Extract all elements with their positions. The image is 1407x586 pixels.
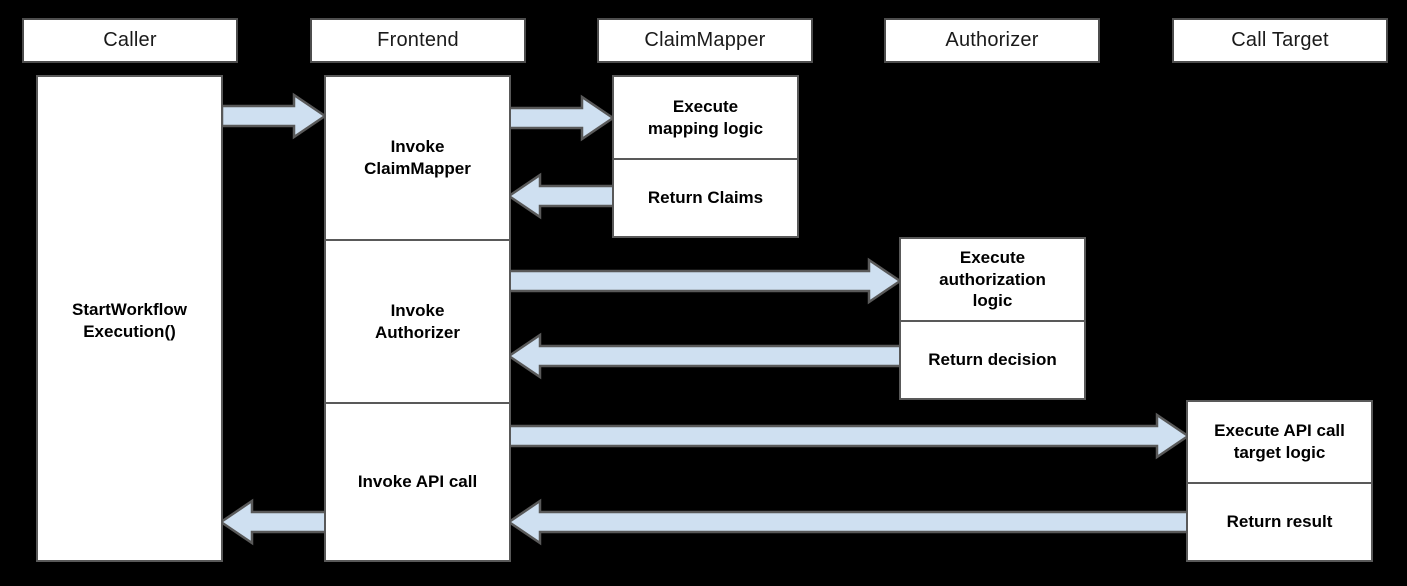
lane-header-caller[interactable]: Caller xyxy=(22,18,238,63)
activation-cell-authorizer-return-decision: Return decision xyxy=(901,320,1084,398)
message-arrow-frontend-to-authorizer[interactable] xyxy=(506,257,903,305)
activation-cell-claimmapper-return-claims: Return Claims xyxy=(614,158,797,236)
message-arrow-authorizer-to-frontend[interactable] xyxy=(506,332,903,380)
activation-cell-frontend-invoke-api-call: Invoke API call xyxy=(326,402,509,560)
activation-cell-claimmapper-execute-mapping-logic: Execute mapping logic xyxy=(647,96,764,138)
activation-cell-calltarget-execute-api-call-target-logic: Execute API call target logic xyxy=(1214,421,1345,462)
lane-header-calltarget-label: Call Target xyxy=(1231,29,1329,51)
lane-header-calltarget[interactable]: Call Target xyxy=(1172,18,1388,63)
lane-header-frontend[interactable]: Frontend xyxy=(310,18,526,63)
activation-authorizer[interactable]: Execute authorization logic Return decis… xyxy=(899,237,1086,400)
lane-header-authorizer[interactable]: Authorizer xyxy=(884,18,1100,63)
message-arrow-frontend-to-caller[interactable] xyxy=(218,498,328,546)
message-arrow-frontend-to-claimmapper[interactable] xyxy=(506,94,616,142)
activation-cell-caller-start-workflow: StartWorkflow Execution() xyxy=(72,299,187,341)
message-arrow-caller-to-frontend[interactable] xyxy=(220,92,328,140)
lane-header-claimmapper[interactable]: ClaimMapper xyxy=(597,18,813,63)
lane-header-authorizer-label: Authorizer xyxy=(945,29,1039,51)
activation-cell-frontend-invoke-claimmapper: Invoke ClaimMapper xyxy=(364,137,471,178)
lane-header-frontend-label: Frontend xyxy=(377,29,459,51)
message-arrow-claimmapper-to-frontend[interactable] xyxy=(506,172,616,220)
message-arrow-calltarget-to-frontend[interactable] xyxy=(506,498,1191,546)
activation-cell-authorizer-execute-authorization-logic: Execute authorization logic xyxy=(939,247,1046,311)
activation-frontend[interactable]: Invoke ClaimMapper Invoke Authorizer Inv… xyxy=(324,75,511,562)
activation-claimmapper[interactable]: Execute mapping logic Return Claims xyxy=(612,75,799,238)
lane-header-caller-label: Caller xyxy=(103,29,157,51)
lane-header-claimmapper-label: ClaimMapper xyxy=(644,29,766,51)
message-arrow-frontend-to-calltarget[interactable] xyxy=(506,412,1191,460)
activation-cell-frontend-invoke-authorizer: Invoke Authorizer xyxy=(326,239,509,402)
activation-cell-calltarget-return-result: Return result xyxy=(1188,482,1371,560)
activation-caller[interactable]: StartWorkflow Execution() xyxy=(36,75,223,562)
activation-calltarget[interactable]: Execute API call target logic Return res… xyxy=(1186,400,1373,562)
